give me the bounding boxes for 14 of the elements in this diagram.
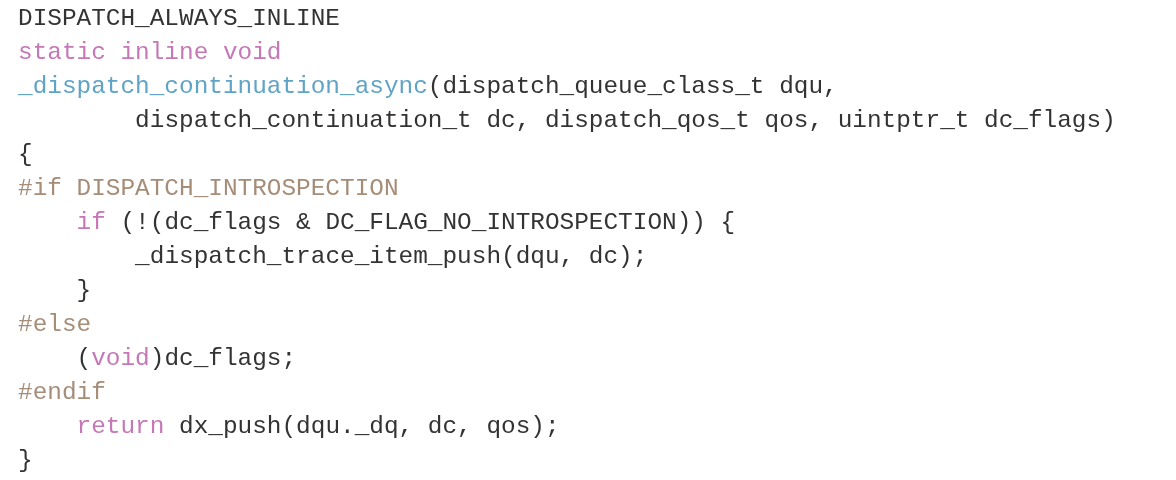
code-line: }	[18, 446, 33, 476]
code-line: #if DISPATCH_INTROSPECTION	[18, 174, 399, 204]
code-line: {	[18, 140, 33, 170]
code-line: }	[76, 276, 92, 306]
code-line: _dispatch_continuation_async(dispatch_queue_class_t dqu,	[18, 72, 838, 102]
code-line: #endif	[18, 378, 106, 408]
code-line: dispatch_continuation_t dc, dispatch_qos_t qos, uintptr_t dc_flags)	[135, 106, 1116, 136]
code-line: static inline void	[18, 38, 282, 68]
code-line: (void)dc_flags;	[76, 344, 297, 374]
code-line: return dx_push(dqu._dq, dc, qos);	[76, 412, 560, 442]
code-line: if (!(dc_flags & DC_FLAG_NO_INTROSPECTION)) {	[76, 208, 736, 238]
code-line: _dispatch_trace_item_push(dqu, dc);	[135, 242, 648, 272]
code-line: #else	[18, 310, 92, 340]
code-line: DISPATCH_ALWAYS_INLINE	[18, 4, 340, 34]
